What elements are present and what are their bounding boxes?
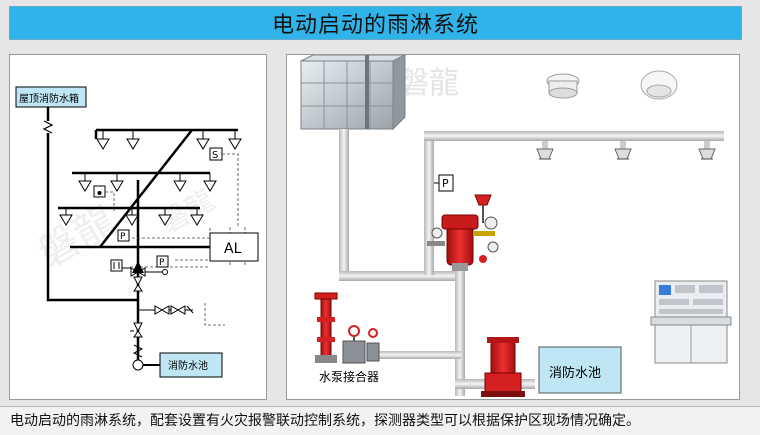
pool-box <box>159 352 223 378</box>
pump-icon <box>132 359 144 371</box>
pressure-gauge-2 <box>156 255 169 268</box>
test-valve-icon <box>154 305 170 315</box>
pressure-gauge-1 <box>117 229 130 242</box>
deluge-valve-icon <box>132 261 144 273</box>
detector-switch-label: S <box>212 150 218 161</box>
sprinkler-row-2 <box>78 173 217 192</box>
test-valve-icon-2 <box>170 305 186 315</box>
pictorial-diagram: 磐龍 P <box>300 55 732 397</box>
pump-adapter <box>314 292 380 364</box>
pressure-gauge-2-label: P <box>159 258 165 268</box>
sprinkler-heads <box>59 130 242 226</box>
deluge-valve-assembly <box>427 194 499 271</box>
pressure-gauge-1-label: P <box>120 232 126 242</box>
pictorial-panel: 磐龍 P <box>286 54 740 400</box>
gate-valve-icon <box>133 322 143 338</box>
title-bar: 电动启动的雨淋系统 <box>9 6 742 40</box>
schematic-diagram: 磐龍 磐龍 屋顶消防水箱 <box>15 86 259 378</box>
pump-adapter-label: 水泵接合器 <box>319 369 379 384</box>
fire-pump <box>481 337 525 397</box>
smoke-detector-icon <box>546 73 580 99</box>
footer-bar <box>0 406 760 435</box>
schematic-panel: 磐龍 磐龍 屋顶消防水箱 <box>9 54 267 400</box>
pictorial-watermark: 磐龍 <box>399 66 459 101</box>
page-title: 电动启动的雨淋系统 <box>271 13 479 38</box>
roof-tank-box <box>15 86 87 108</box>
pool-label: 消防水池 <box>168 359 208 372</box>
alarm-box <box>209 232 259 262</box>
pressure-switch-label: P <box>442 177 449 190</box>
check-valve-icon-2 <box>132 344 144 358</box>
check-valve-icon <box>42 120 54 134</box>
solenoid-box <box>110 259 123 272</box>
heat-detector-icon <box>640 70 678 100</box>
roof-tank-label: 屋顶消防水箱 <box>19 92 79 105</box>
control-cabinet <box>650 280 732 364</box>
sprinkler-row-1 <box>96 130 242 150</box>
pendant-sprinklers <box>536 141 716 160</box>
alarm-label: AL <box>224 241 242 257</box>
detector-dot-icon <box>97 191 102 195</box>
valve-icon-2 <box>133 276 143 292</box>
drain-icon <box>162 269 168 275</box>
footer-caption: 电动启动的雨淋系统，配套设置有火灾报警联动控制系统，探测器类型可以根据保护区现场… <box>10 413 640 429</box>
pool-label: 消防水池 <box>549 365 601 381</box>
sprinkler-row-3 <box>59 208 204 226</box>
schematic-watermark: 磐龍 <box>31 197 123 277</box>
pool-box <box>538 346 622 394</box>
roof-water-tank <box>300 55 406 131</box>
